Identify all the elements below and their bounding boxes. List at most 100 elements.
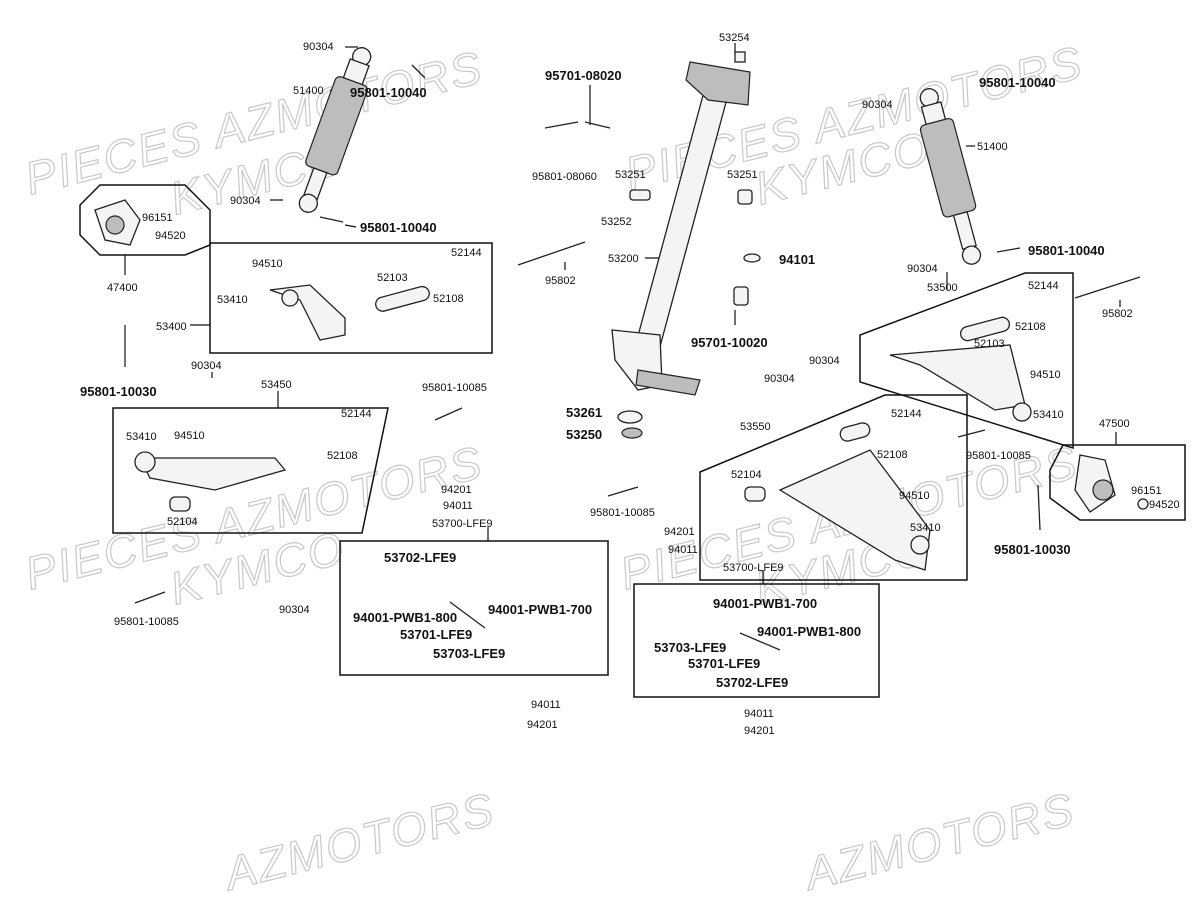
part-label: 95801-10040 (350, 85, 427, 100)
part-label: 52104 (167, 516, 198, 528)
part-label: 94011 (531, 699, 561, 711)
steering-column (611, 61, 751, 396)
part-label: 53550 (740, 421, 771, 433)
part-label: 90304 (230, 195, 261, 207)
shock-absorber-right (919, 88, 982, 265)
part-label: 94520 (155, 230, 186, 242)
part-label: 90304 (764, 373, 795, 385)
part-label: 53701-LFE9 (400, 627, 472, 642)
part-label: 95801-10030 (994, 542, 1071, 557)
part-label: 53254 (719, 32, 750, 44)
watermark-azmotors: AZMOTORS (217, 783, 500, 900)
part-label: 52144 (451, 247, 482, 259)
part-label: 94001-PWB1-800 (757, 624, 861, 639)
tierod-left-box (339, 540, 609, 676)
a-arm-lower-right (744, 422, 931, 571)
part-label: 51400 (293, 85, 324, 97)
group-boxes (79, 184, 1186, 698)
bolt-95802-center (517, 241, 586, 266)
part-label: 53702-LFE9 (716, 675, 788, 690)
part-label: 90304 (279, 604, 310, 616)
part-label: 94510 (1030, 369, 1061, 381)
bolt-95802-right (1074, 276, 1141, 299)
part-label: 95801-10040 (979, 75, 1056, 90)
part-label: 52104 (731, 469, 762, 481)
part-label: 52144 (1028, 280, 1059, 292)
part-label: 95801-08060 (532, 171, 597, 183)
part-label: 53450 (261, 379, 292, 391)
part-label: 53400 (156, 321, 187, 333)
part-label: 94201 (664, 526, 695, 538)
a-arm-upper-left (269, 284, 430, 341)
part-label: 53410 (126, 431, 157, 443)
part-label: 52108 (433, 293, 464, 305)
part-label: 95801-10040 (1028, 243, 1105, 258)
part-label: 95801-10085 (422, 382, 487, 394)
part-label: 94201 (744, 725, 775, 737)
part-label: 53410 (1033, 409, 1064, 421)
part-label: 47400 (107, 282, 138, 294)
part-label: 95801-10040 (360, 220, 437, 235)
part-label: 94510 (174, 430, 205, 442)
part-label: 95801-10085 (590, 507, 655, 519)
part-label: 53410 (217, 294, 248, 306)
part-label: 94001-PWB1-800 (353, 610, 457, 625)
part-label: 53703-LFE9 (654, 640, 726, 655)
part-label: 94011 (668, 544, 698, 556)
knuckle-47400-box (79, 184, 211, 256)
part-label: 94001-PWB1-700 (488, 602, 592, 617)
tierod-right-box (633, 583, 880, 698)
arm-53400-box (209, 242, 493, 354)
part-label: 95701-08020 (545, 68, 622, 83)
part-label: 96151 (142, 212, 173, 224)
part-label: 94520 (1149, 499, 1180, 511)
part-label: 90304 (809, 355, 840, 367)
part-label: 94510 (252, 258, 283, 270)
part-label: 53251 (727, 169, 758, 181)
part-label: 53703-LFE9 (433, 646, 505, 661)
part-label: 52144 (341, 408, 372, 420)
part-label: 94101 (779, 252, 815, 267)
part-label: 94011 (744, 708, 774, 720)
knuckle-47500-box (1049, 444, 1186, 521)
arm-53550-box (699, 394, 968, 581)
part-label: 95801-10030 (80, 384, 157, 399)
knuckle-left (94, 199, 141, 246)
part-label: 53251 (615, 169, 646, 181)
part-label: 53700-LFE9 (432, 518, 493, 530)
a-arm-lower-left (134, 451, 287, 512)
part-labels: 90304 51400 95801-10040 90304 95801-1004… (80, 32, 1180, 737)
parts-layer (94, 47, 1149, 651)
part-label: 53701-LFE9 (688, 656, 760, 671)
part-label: 94510 (899, 490, 930, 502)
shock-absorber-left (298, 47, 372, 213)
part-label: 96151 (1131, 485, 1162, 497)
part-label: 52108 (1015, 321, 1046, 333)
knuckle-right (1074, 454, 1149, 513)
part-label: 90304 (907, 263, 938, 275)
part-label: 95701-10020 (691, 335, 768, 350)
part-label: 53702-LFE9 (384, 550, 456, 565)
part-label: 90304 (862, 99, 893, 111)
part-label: 52103 (974, 338, 1005, 350)
part-label: 53252 (601, 216, 632, 228)
part-label: 52144 (891, 408, 922, 420)
part-label: 51400 (977, 141, 1008, 153)
arm-53450-box (112, 407, 389, 534)
part-label: 95802 (545, 275, 576, 287)
part-label: 94001-PWB1-700 (713, 596, 817, 611)
part-label: 95801-10085 (114, 616, 179, 628)
part-label: 95802 (1102, 308, 1133, 320)
part-label: 52103 (377, 272, 408, 284)
part-label: 95801-10085 (966, 450, 1031, 462)
part-label: 94011 (443, 500, 473, 512)
part-label: 53410 (910, 522, 941, 534)
part-label: 90304 (191, 360, 222, 372)
part-label: 90304 (303, 41, 334, 53)
watermark-azmotors: AZMOTORS (797, 783, 1080, 900)
part-label: 47500 (1099, 418, 1130, 430)
part-label: 53200 (608, 253, 639, 265)
part-label: 53261 (566, 405, 602, 420)
part-label: 52108 (877, 449, 908, 461)
